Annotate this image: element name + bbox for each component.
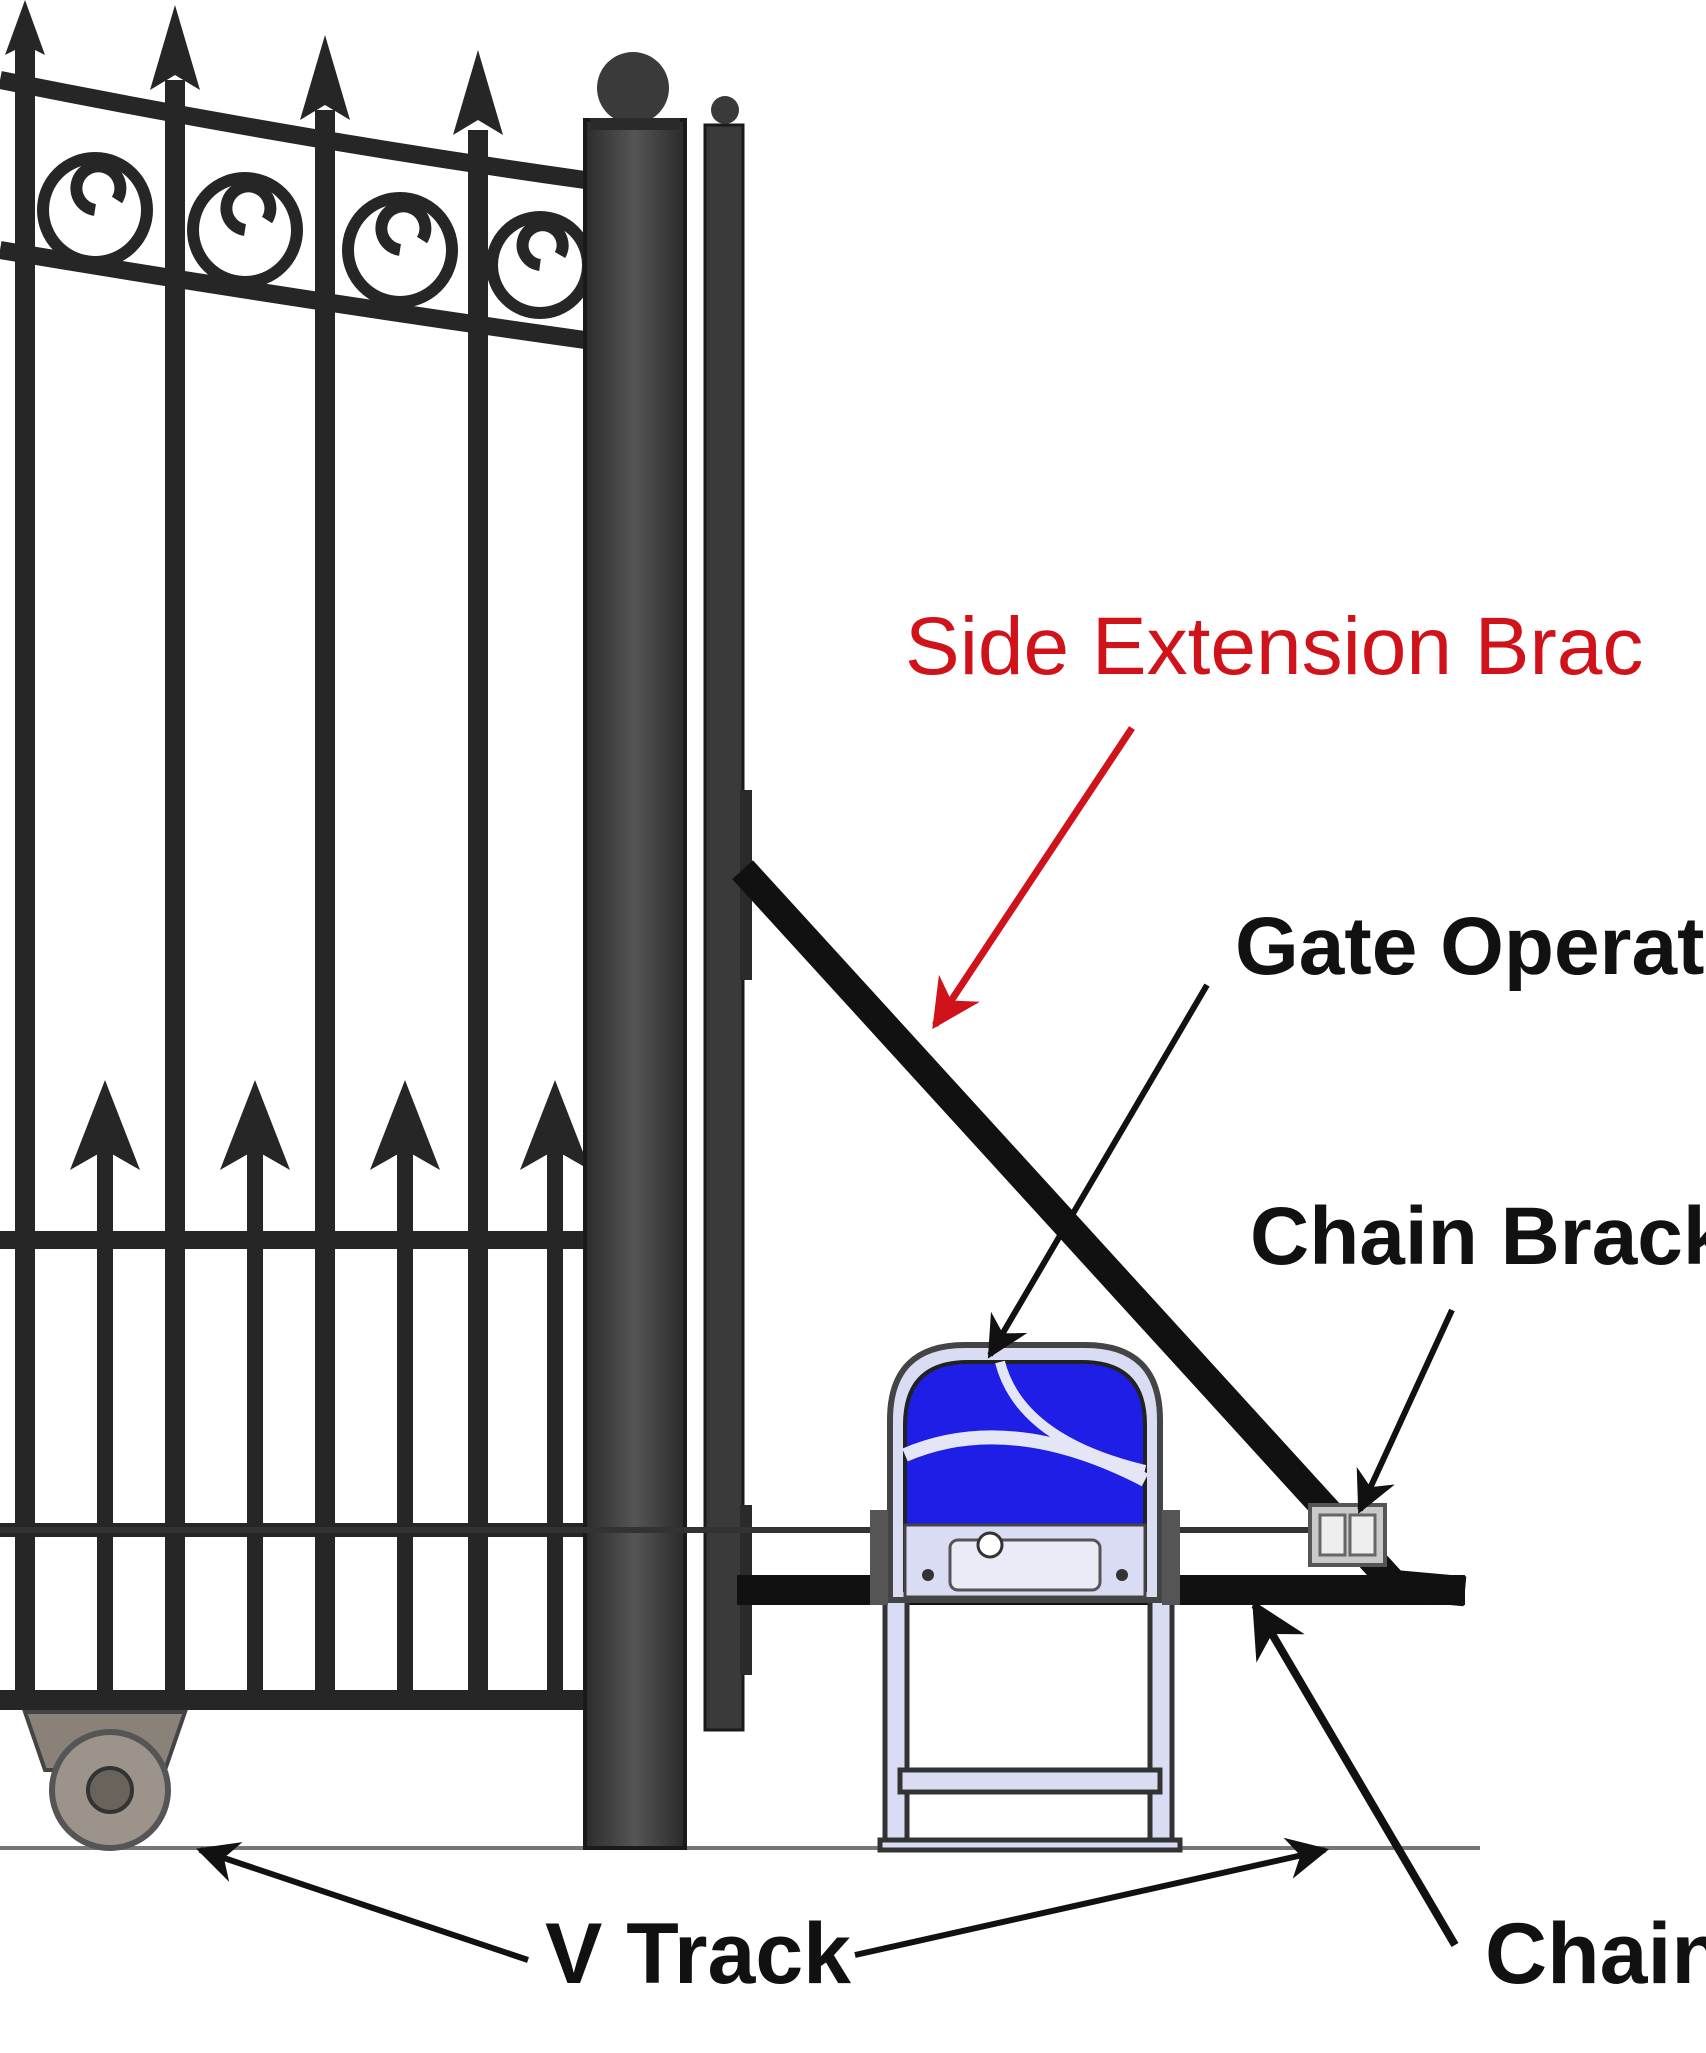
- arrow-icon: [987, 983, 1210, 1359]
- operator-stand: [877, 1597, 1183, 1853]
- label-chain: Chain: [1485, 1906, 1706, 2002]
- gate-wheel-icon: [22, 1710, 188, 1851]
- label-v-track: V Track: [545, 1906, 851, 2002]
- gate-top-rail: [0, 71, 587, 189]
- sliding-gate: [0, 0, 594, 1710]
- arrow-icon: [1356, 1308, 1455, 1514]
- scroll-ornaments: [37, 152, 594, 319]
- label-side-extension-bracket: Side Extension Brac: [905, 601, 1644, 692]
- chain-bracket: [1308, 1503, 1387, 1567]
- arrow-icon: [196, 1842, 529, 1963]
- tall-pickets: [15, 40, 488, 1700]
- label-chain-bracket: Chain Brack: [1250, 1191, 1706, 1282]
- gate-operator: [870, 1342, 1183, 1853]
- spear-tips-short: [70, 1080, 590, 1170]
- label-gate-operator: Gate Operat: [1235, 901, 1705, 992]
- arrow-icon: [932, 726, 1135, 1030]
- gate-post: [583, 52, 687, 1850]
- side-post: [703, 96, 752, 1732]
- arrow-icon: [1251, 1600, 1459, 1948]
- spear-tips-top: [5, 0, 503, 135]
- arrow-icon: [854, 1837, 1330, 1958]
